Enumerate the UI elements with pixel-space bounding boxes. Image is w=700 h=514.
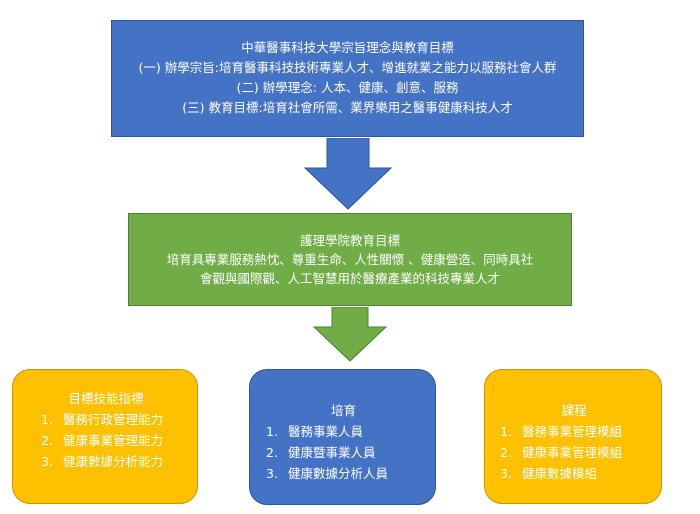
curriculum-box: 課程 1.醫務事業管理模組 2.健康事業管理模組 3.健康數據模組 bbox=[484, 369, 662, 504]
nursing-college-goals-box: 護理學院教育目標 培育具專業服務熱忱、尊重生命、人性關懷 、健康營造、同時具社 … bbox=[128, 213, 572, 306]
list-item: 3.健康數據分析人員 bbox=[266, 466, 389, 481]
training-title: 培育 bbox=[330, 403, 356, 418]
university-mission-title: 中華醫事科技大學宗旨理念與教育目標 bbox=[241, 40, 454, 55]
list-item: 1.醫務行政管理能力 bbox=[41, 412, 164, 427]
mission-line-2: (二) 辦學理念: 人本、健康、創意、服務 bbox=[236, 80, 459, 95]
skill-indicators-title: 目標技能指標 bbox=[68, 391, 144, 406]
mission-line-1: (一) 辦學宗旨:培育醫事科技技術專業人才、增進就業之能力以服務社會人群 bbox=[138, 60, 557, 75]
list-item: 2.健康事業管理能力 bbox=[41, 433, 164, 448]
list-item: 2.健康事業管理模組 bbox=[500, 445, 623, 460]
skill-indicators-box: 目標技能指標 1.醫務行政管理能力 2.健康事業管理能力 3.健康數據分析能力 bbox=[12, 369, 198, 504]
nursing-college-title: 護理學院教育目標 bbox=[299, 233, 400, 248]
curriculum-title: 課程 bbox=[561, 403, 587, 418]
university-mission-box: 中華醫事科技大學宗旨理念與教育目標 (一) 辦學宗旨:培育醫事科技技術專業人才、… bbox=[111, 20, 584, 137]
down-arrow-1 bbox=[303, 138, 393, 210]
mission-line-3: (三) 教育目標:培育社會所需、業界樂用之醫事健康科技人才 bbox=[182, 100, 513, 115]
list-item: 3.健康數據模組 bbox=[500, 466, 598, 481]
training-box: 培育 1.醫務事業人員 2.健康暨事業人員 3.健康數據分析人員 bbox=[249, 369, 436, 505]
nursing-goal-line-1: 培育具專業服務熱忱、尊重生命、人性關懷 、健康營造、同時具社 bbox=[166, 252, 534, 267]
list-item: 2.健康暨事業人員 bbox=[266, 445, 376, 460]
list-item: 3.健康數據分析能力 bbox=[41, 454, 164, 469]
nursing-goal-line-2: 會觀與國際觀、人工智慧用於醫療產業的科技專業人才 bbox=[199, 271, 500, 286]
list-item: 1.醫務事業人員 bbox=[266, 424, 364, 439]
down-arrow-2 bbox=[312, 307, 388, 362]
list-item: 1.醫務事業管理模組 bbox=[500, 424, 623, 439]
